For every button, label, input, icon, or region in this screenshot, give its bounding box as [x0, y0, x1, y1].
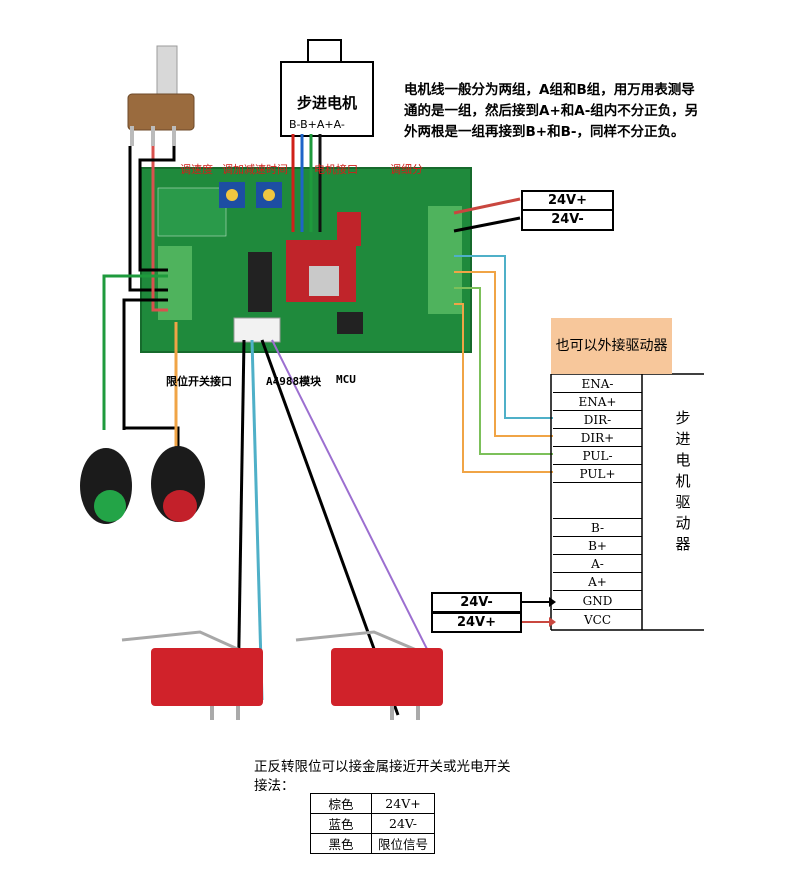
wire-color: 蓝色 — [310, 813, 372, 834]
label-a4988: A4988模块 — [266, 375, 322, 388]
stepper-motor — [280, 39, 374, 137]
wire-color: 棕色 — [310, 793, 372, 814]
driver-terminal-blank — [553, 483, 642, 519]
label-microstep: 调细分 — [390, 163, 423, 176]
potentiometer — [127, 45, 195, 146]
green-button — [80, 448, 132, 524]
wires — [102, 134, 553, 716]
driver-terminal: B- — [553, 519, 642, 537]
wiring-table: 棕色 24V+ 蓝色 24V- 黑色 限位信号 — [310, 793, 436, 854]
footer-note: 正反转限位可以接金属接近开关或光电开关 接法： — [254, 758, 511, 796]
external-driver-label: 也可以外接驱动器 — [551, 318, 672, 374]
driver-terminal: ENA- — [553, 375, 642, 393]
power-bottom-plus: 24V+ — [431, 612, 522, 633]
driver-terminal: DIR+ — [553, 429, 642, 447]
power-bottom-minus: 24V- — [431, 592, 522, 613]
wire-signal: 限位信号 — [370, 833, 436, 854]
driver-terminal: A+ — [553, 573, 642, 591]
motor-pins: B-B+A+A- — [289, 118, 345, 131]
driver-terminal: GND — [553, 592, 642, 610]
driver-terminal: ENA+ — [553, 393, 642, 411]
driver-terminal: DIR- — [553, 411, 642, 429]
label-motor-port: 电机接口 — [314, 163, 358, 176]
wire-signal: 24V- — [370, 813, 436, 834]
table-row: 黑色 限位信号 — [310, 833, 436, 854]
table-row: 蓝色 24V- — [310, 813, 436, 834]
label-mcu: MCU — [336, 373, 356, 386]
motor-wiring-note: 电机线一般分为两组，A组和B组，用万用表测导通的是一组，然后接到A+和A-组内不… — [404, 82, 699, 140]
label-limit-port: 限位开关接口 — [166, 375, 232, 388]
driver-terminal: B+ — [553, 537, 642, 555]
wire-color: 黑色 — [310, 833, 372, 854]
driver-frame — [550, 373, 704, 631]
motor-title: 步进电机 — [297, 94, 358, 112]
driver-terminal: A- — [553, 555, 642, 573]
red-button — [151, 446, 205, 522]
driver-title: 步 进 电 机 驱 动 器 — [675, 409, 691, 553]
label-accel: 调加减速时间 — [222, 163, 288, 176]
table-row: 棕色 24V+ — [310, 793, 436, 814]
driver-terminal: PUL+ — [553, 465, 642, 483]
driver-terminal: PUL- — [553, 447, 642, 465]
power-arrows — [549, 597, 556, 627]
limit-switch-left — [121, 630, 263, 720]
footer-line-2: 接法： — [254, 778, 295, 794]
footer-line-1: 正反转限位可以接金属接近开关或光电开关 — [254, 759, 511, 775]
label-speed: 调速度 — [180, 163, 213, 176]
controller-board — [140, 167, 472, 353]
wire-signal: 24V+ — [370, 793, 436, 814]
power-top-minus: 24V- — [521, 209, 614, 231]
driver-terminal: VCC — [583, 613, 612, 627]
limit-switch-right — [295, 630, 443, 720]
